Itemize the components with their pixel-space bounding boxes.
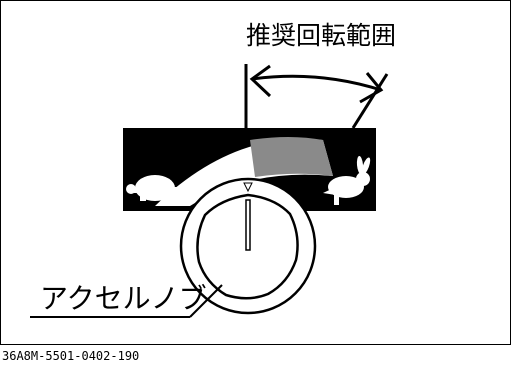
figure-code: 36A8M-5501-0402-190 (2, 349, 140, 363)
accelerator-knob[interactable] (179, 177, 317, 315)
leader-line (189, 284, 223, 318)
knob-label: アクセルノブ (40, 282, 207, 315)
turtle-icon (126, 175, 178, 201)
rabbit-icon (323, 156, 371, 205)
range-arc-arrow (251, 74, 382, 92)
arrow-head-left (249, 64, 272, 98)
arrow-head-right (359, 72, 384, 104)
knob-indicator-line (245, 199, 251, 251)
figure-frame (0, 0, 511, 345)
recommended-range-label: 推奨回転範囲 (246, 21, 396, 50)
knob-grip-outline (196, 193, 299, 300)
range-right-line (351, 73, 389, 129)
recommended-zone (250, 137, 333, 177)
knob-index-mark (243, 182, 253, 193)
